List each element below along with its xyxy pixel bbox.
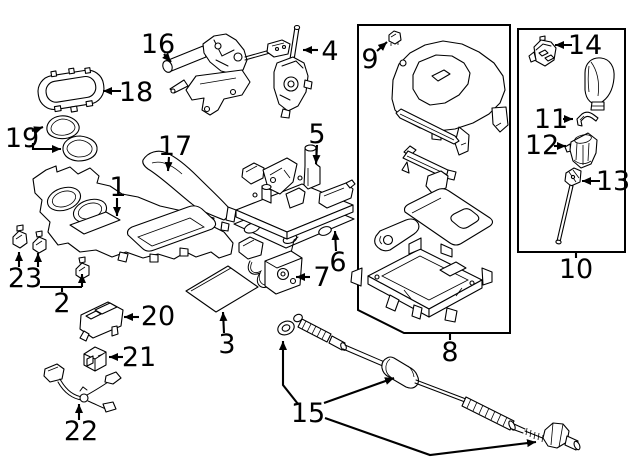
callout-arrow <box>324 417 537 457</box>
callout-arrow <box>219 311 228 334</box>
callout-15: 15 <box>279 341 537 457</box>
part-release-button <box>388 30 402 46</box>
callout-3: 3 <box>218 311 236 360</box>
callout-arrow <box>323 377 395 404</box>
callout-17: 17 <box>158 131 192 172</box>
callout-13: 13 <box>582 166 630 197</box>
callout-5: 5 <box>308 119 326 165</box>
part-shift-knob <box>584 57 615 111</box>
callout-8: 8 <box>441 334 459 368</box>
callout-number-9: 9 <box>361 44 378 75</box>
callout-number-20: 20 <box>141 301 175 332</box>
part-indicator-strip <box>395 108 460 145</box>
part-oval-plate <box>374 218 420 252</box>
callout-arrow <box>31 126 44 134</box>
callout-12: 12 <box>525 130 566 161</box>
callout-number-11: 11 <box>534 104 568 135</box>
callout-number-22: 22 <box>64 416 98 447</box>
callout-2: 2 <box>40 274 86 319</box>
callout-number-16: 16 <box>141 29 175 60</box>
callout-number-3: 3 <box>218 329 235 360</box>
callout-arrow <box>279 341 299 405</box>
callout-number-21: 21 <box>122 342 156 373</box>
part-indicator-cover <box>391 40 509 156</box>
part-solenoid <box>238 236 303 295</box>
callout-number-8: 8 <box>441 337 458 368</box>
callout-20: 20 <box>124 301 175 332</box>
callout-arrow <box>376 41 388 52</box>
part-spring-clip <box>576 111 599 127</box>
callout-number-10: 10 <box>559 254 593 285</box>
part-lower-panel <box>403 188 494 246</box>
callout-6: 6 <box>329 230 347 278</box>
part-switch <box>83 346 107 372</box>
part-shift-lever <box>273 24 313 119</box>
callout-number-15: 15 <box>291 398 325 429</box>
callout-number-6: 6 <box>329 247 346 278</box>
callout-11: 11 <box>534 104 573 135</box>
callout-22: 22 <box>64 404 98 447</box>
part-wiring-harness <box>43 363 122 413</box>
part-bezel-ring <box>37 67 105 113</box>
callout-1: 1 <box>109 172 127 216</box>
callout-9: 9 <box>361 41 388 75</box>
callout-number-14: 14 <box>568 30 602 61</box>
callout-number-4: 4 <box>321 36 338 67</box>
callout-arrow <box>312 144 321 165</box>
callout-10: 10 <box>559 252 593 285</box>
callout-16: 16 <box>141 29 175 63</box>
part-insulation-sheet <box>185 265 259 313</box>
callout-number-12: 12 <box>525 130 559 161</box>
callout-number-2: 2 <box>53 288 70 319</box>
callout-number-17: 17 <box>158 131 192 162</box>
part-brake-lever <box>162 33 291 116</box>
part-console-panel <box>32 165 234 263</box>
part-control-module <box>79 301 124 342</box>
callout-21: 21 <box>109 342 156 373</box>
part-shift-cable <box>277 313 581 451</box>
callout-7: 7 <box>296 262 331 293</box>
callout-arrow <box>331 230 340 252</box>
callout-23: 23 <box>8 252 42 294</box>
callout-19: 19 <box>5 123 61 154</box>
callout-number-19: 19 <box>5 123 39 154</box>
callout-14: 14 <box>555 30 602 61</box>
callout-number-13: 13 <box>596 166 630 197</box>
callout-arrow <box>162 52 172 63</box>
callout-number-5: 5 <box>308 119 325 150</box>
callout-number-23: 23 <box>8 263 42 294</box>
part-mat-inserts <box>46 115 98 162</box>
part-clip-left <box>12 224 28 249</box>
callout-arrow <box>31 143 61 153</box>
part-knob-switch <box>528 35 557 67</box>
part-housing-bracket <box>350 237 493 323</box>
callout-18: 18 <box>103 77 153 108</box>
part-lever-rod <box>555 167 582 245</box>
callout-number-18: 18 <box>119 77 153 108</box>
callout-number-7: 7 <box>313 262 330 293</box>
callout-number-1: 1 <box>109 172 126 203</box>
part-slider-mechanism <box>401 145 457 200</box>
part-knob-boot <box>564 132 598 169</box>
parts-layer <box>12 24 615 451</box>
callout-4: 4 <box>303 36 339 67</box>
callout-arrow <box>164 156 173 172</box>
part-clip-middle <box>32 230 47 254</box>
part-shifter-base <box>233 144 356 249</box>
